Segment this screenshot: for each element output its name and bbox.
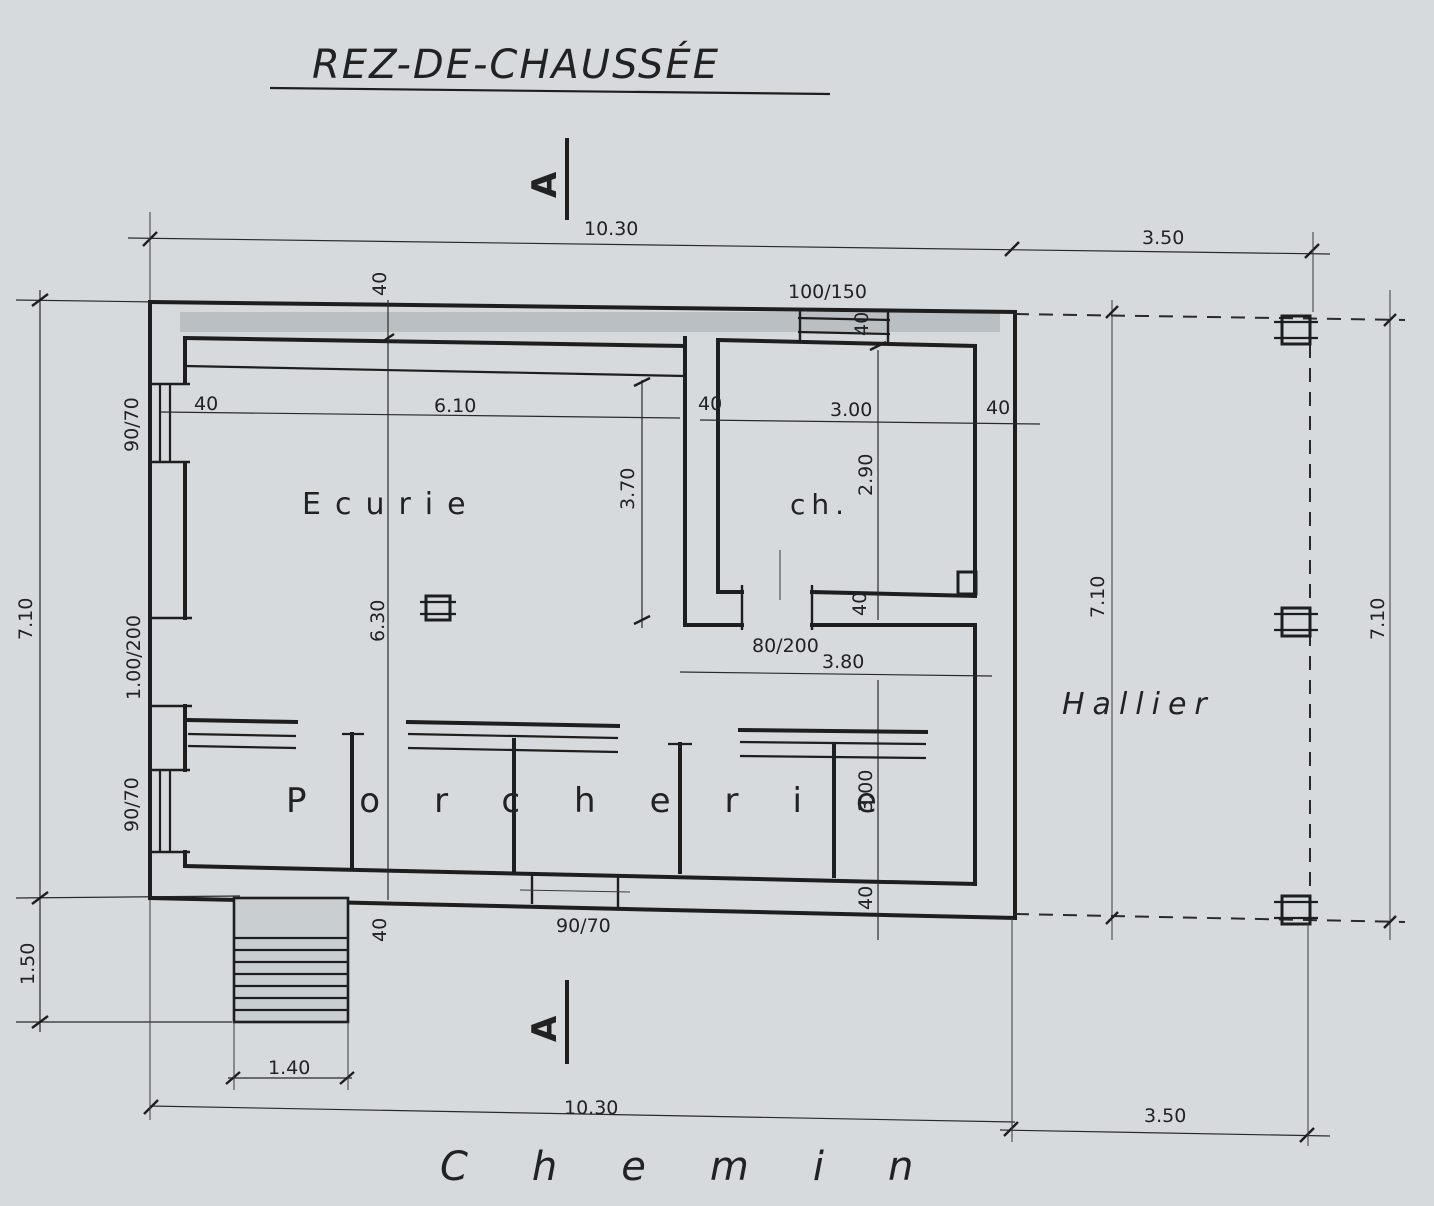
room-label-chambre: ch. <box>790 488 850 521</box>
section-mark-top-label: A <box>525 171 565 198</box>
dimension-bottom-overall <box>143 900 1331 1146</box>
room-label-chemin: Chemin <box>440 1144 977 1190</box>
door-chambre <box>740 550 814 630</box>
post-ecurie <box>420 594 456 622</box>
dim-step-depth: 1.50 <box>17 943 39 985</box>
dim-door-chambre: 80/200 <box>752 635 819 657</box>
wall-hatch-top <box>180 312 1000 332</box>
dim-overall-width-bottom: 10.30 <box>564 1097 618 1119</box>
plan-title: REZ-DE-CHAUSSÉE <box>312 40 720 88</box>
dim-annex-depth-outer: 7.10 <box>1367 598 1389 640</box>
dim-annex-depth-inner: 7.10 <box>1087 576 1109 618</box>
dim-window-bottom: 90/70 <box>556 915 611 937</box>
dimension-left-overall <box>15 290 241 1032</box>
dim-window-left-top: 90/70 <box>121 397 143 452</box>
dim-wall-top: 40 <box>369 272 391 296</box>
dim-window-top-right: 100/150 <box>788 281 867 303</box>
annex-outline <box>1014 290 1406 940</box>
annex-posts <box>1274 314 1318 926</box>
dim-steps-width: 1.40 <box>268 1057 310 1079</box>
dim-annex-width-bottom: 3.50 <box>1144 1105 1186 1127</box>
dim-chambre-width: 3.00 <box>830 399 872 421</box>
dim-porcherie-depth: 3.00 <box>855 770 877 812</box>
dim-ecurie-depth: 3.70 <box>617 468 639 510</box>
dim-wall-bottom-left: 40 <box>369 918 391 942</box>
dim-window-left-bottom: 90/70 <box>121 777 143 832</box>
dim-wall-chambre-bottom: 40 <box>849 592 871 616</box>
inner-walls <box>182 335 978 887</box>
dim-door-left: 1.00/200 <box>123 615 145 700</box>
dim-chambre-depth: 2.90 <box>855 454 877 496</box>
section-mark-top: A <box>525 138 569 220</box>
outer-walls <box>147 299 1018 921</box>
section-mark-bottom: A <box>525 980 569 1064</box>
window-top-right <box>797 310 891 342</box>
dim-interior-depth: 6.30 <box>367 600 389 642</box>
dim-wall-bottom: 40 <box>855 886 877 910</box>
chimney <box>956 570 978 596</box>
dim-wall-left-ecurie: 40 <box>194 393 218 415</box>
door-left <box>150 616 192 708</box>
room-label-hallier: Hallier <box>1062 687 1215 722</box>
pigsty-partitions <box>185 717 929 878</box>
room-label-porcherie: Porcherie <box>286 781 931 821</box>
dim-total-depth-left: 7.10 <box>15 598 37 640</box>
interior-dimension-lines <box>159 300 1041 940</box>
dim-wall-mid: 40 <box>698 393 722 415</box>
dim-wall-top-right: 40 <box>851 312 873 336</box>
room-label-ecurie: Ecurie <box>302 487 480 522</box>
window-left-bottom <box>150 768 190 854</box>
entrance-steps <box>225 896 355 1090</box>
window-left-top <box>150 382 190 464</box>
dim-overall-width-top: 10.30 <box>584 218 638 240</box>
title-underline <box>269 86 831 96</box>
window-bottom <box>519 872 631 908</box>
dim-annex-width-top: 3.50 <box>1142 227 1184 249</box>
dim-ecurie-width: 6.10 <box>434 395 476 417</box>
section-mark-bottom-label: A <box>525 1015 565 1042</box>
dimension-top-overall <box>127 212 1331 312</box>
dim-wall-right: 40 <box>986 397 1010 419</box>
dim-porcherie-right-width: 3.80 <box>822 651 864 673</box>
